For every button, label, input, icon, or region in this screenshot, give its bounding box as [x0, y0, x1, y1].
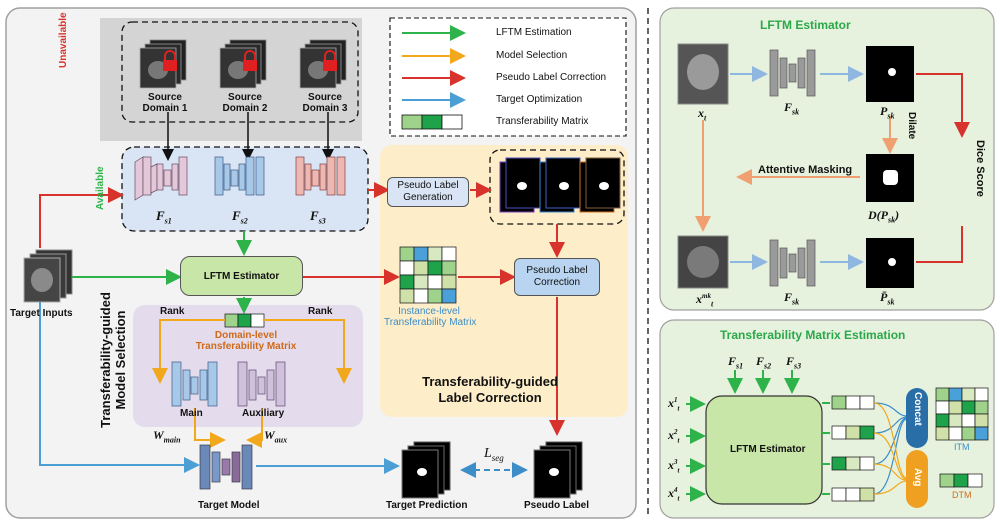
lock-icon — [163, 50, 177, 71]
unavailable-label: Unavailable — [58, 12, 69, 68]
available-label: Available — [95, 166, 106, 210]
tgms-title-line2: Model Selection — [113, 310, 128, 410]
w-aux-label: Waux — [264, 428, 288, 445]
target-prediction-stack — [401, 441, 451, 499]
itm-label: Instance-level Transferability Matrix — [384, 306, 477, 328]
tme-x3: x3t — [668, 458, 680, 475]
dilate-label: Dilate — [906, 112, 917, 140]
legend-matrix-icon — [401, 114, 463, 130]
tglc-title: Transferability-guided Label Correction — [400, 374, 580, 406]
source-domains-box — [121, 21, 359, 123]
tglc-title-line1: Transferability-guided — [422, 374, 558, 389]
main-model-network — [171, 361, 218, 407]
pseudo-label-correction-box: Pseudo Label Correction — [514, 258, 600, 296]
model-selection-region — [133, 305, 363, 427]
legend-label-lftm: LFTM Estimation — [496, 27, 572, 38]
dtm-matrix-main — [224, 313, 265, 328]
pseudo-labels-stack — [499, 157, 621, 213]
target-model-network — [199, 444, 253, 490]
model-fs3-network — [295, 156, 346, 196]
legend-label-model-selection: Model Selection — [496, 50, 568, 61]
rank-right-label: Rank — [308, 306, 333, 317]
target-prediction-label: Target Prediction — [386, 500, 468, 511]
legend-label-matrix: Transferability Matrix — [496, 116, 589, 127]
itm-label-line2: Transferability Matrix — [384, 317, 477, 328]
tme-input-fs3: Fs3 — [786, 354, 802, 371]
legend-label-target-opt: Target Optimization — [496, 94, 583, 105]
lock-icon — [323, 50, 337, 71]
source-domain-1-label: Source Domain 1 — [142, 92, 188, 114]
model-fs1-label: Fs1 — [156, 208, 172, 226]
tme-x4: x4t — [668, 486, 680, 503]
legend-label-pseudo-label: Pseudo Label Correction — [496, 72, 607, 83]
source-domain-3-stack — [299, 39, 347, 89]
dpsk-label: D(Psk) — [868, 208, 900, 225]
tme-itm-matrix — [935, 387, 989, 441]
tme-dtm-matrix — [939, 473, 983, 488]
dtm-label-line2: Transferability Matrix — [195, 341, 297, 352]
vector-row-4 — [831, 487, 875, 502]
vector-row-1 — [831, 395, 875, 410]
pbar-label: P̄sk — [880, 290, 895, 307]
tme-x1: x1t — [668, 396, 680, 413]
psk-label: Psk — [880, 104, 895, 121]
concat-pill — [906, 388, 928, 448]
xt-label: xt — [698, 106, 707, 123]
attentive-masking-label: Attentive Masking — [758, 164, 853, 176]
fsk-label: Fsk — [784, 100, 800, 117]
itm-label-line1: Instance-level — [398, 306, 460, 317]
vector-row-2 — [831, 425, 875, 440]
source-domain-2-label: Source Domain 2 — [222, 92, 268, 114]
dtm-label-line1: Domain-level — [214, 330, 278, 341]
model-fs1-network — [134, 156, 188, 201]
fsk-network — [769, 49, 816, 97]
lock-icon — [243, 50, 257, 71]
avg-pill — [906, 450, 928, 508]
lseg-label: Lseg — [484, 446, 504, 463]
vector-row-3 — [831, 456, 875, 471]
model-fs3-label: Fs3 — [310, 208, 326, 226]
target-inputs-label: Target Inputs — [10, 308, 73, 319]
source-domain-3-label: Source Domain 3 — [302, 92, 348, 114]
dtm-small-label: DTM — [952, 490, 972, 500]
w-main-label: Wmain — [153, 428, 181, 445]
dice-score-label: Dice Score — [974, 140, 986, 197]
tglc-title-line2: Label Correction — [438, 390, 542, 405]
avg-label: Avg — [912, 468, 923, 487]
itm-small-label: ITM — [954, 442, 970, 452]
target-model-label: Target Model — [198, 500, 260, 511]
model-fs2-label: Fs2 — [232, 208, 248, 226]
pseudo-label-stack — [533, 441, 583, 499]
concat-label: Concat — [912, 392, 923, 426]
tgms-title: Transferability-guided Model Selection — [98, 290, 128, 430]
model-fs2-network — [214, 156, 265, 196]
dtm-label: Domain-level Transferability Matrix — [186, 330, 306, 352]
tme-input-fs1: Fs1 — [728, 354, 744, 371]
tme-estimator-label: LFTM Estimator — [730, 444, 806, 455]
tme-panel-title: Transferability Matrix Estimation — [720, 328, 906, 342]
aux-model-network — [237, 361, 286, 407]
fsk2-label: Fsk — [784, 290, 800, 307]
lftm-panel-title: LFTM Estimator — [760, 18, 851, 32]
main-model-label: Main — [180, 408, 203, 419]
tme-lftm-estimator — [705, 395, 823, 505]
tgms-title-line1: Transferability-guided — [98, 292, 113, 428]
aux-model-label: Auxiliary — [242, 408, 285, 419]
pseudo-label-generation-box: Pseudo Label Generation — [387, 177, 469, 207]
target-inputs-stack — [23, 249, 73, 303]
pseudo-label-label: Pseudo Label — [524, 500, 590, 511]
xtm-label: xmkt — [696, 292, 714, 309]
tme-x2: x2t — [668, 428, 680, 445]
tme-input-fs2: Fs2 — [756, 354, 772, 371]
lftm-estimator-box: LFTM Estimator — [180, 256, 303, 296]
fsk2-network — [769, 239, 816, 287]
itm-matrix — [399, 246, 457, 304]
rank-left-label: Rank — [160, 306, 185, 317]
